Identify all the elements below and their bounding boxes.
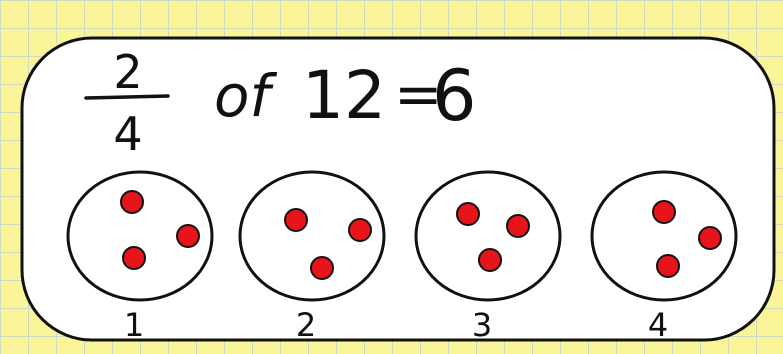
dot bbox=[698, 226, 722, 250]
group-circle-2 bbox=[238, 170, 386, 302]
group-circle-4 bbox=[590, 170, 738, 302]
dot bbox=[284, 208, 308, 232]
equals-sign: = bbox=[394, 60, 443, 128]
whole-number: 12 bbox=[302, 57, 386, 134]
fraction-bar bbox=[84, 94, 170, 100]
group-label-4: 4 bbox=[648, 306, 668, 344]
group-label-1: 1 bbox=[124, 306, 144, 344]
dot bbox=[176, 224, 200, 248]
dot bbox=[652, 200, 676, 224]
group-label-2: 2 bbox=[296, 306, 316, 344]
group-circle-3 bbox=[414, 170, 562, 302]
group-label-3: 3 bbox=[472, 306, 492, 344]
equation: 2 4 of 12 = 6 bbox=[84, 45, 477, 161]
result-number: 6 bbox=[432, 55, 477, 137]
dot bbox=[310, 256, 334, 280]
dot bbox=[120, 190, 144, 214]
dot bbox=[122, 246, 146, 270]
fraction-numerator: 2 bbox=[113, 45, 142, 99]
groups: 1 2 3 4 bbox=[66, 170, 738, 344]
fraction-denominator: 4 bbox=[113, 107, 142, 161]
dot bbox=[456, 202, 480, 226]
dot bbox=[348, 218, 372, 242]
of-word: of bbox=[214, 62, 277, 130]
group-circle-1 bbox=[66, 170, 214, 302]
dot bbox=[478, 248, 502, 272]
dot bbox=[506, 214, 530, 238]
dot bbox=[656, 254, 680, 278]
panel bbox=[20, 36, 776, 342]
